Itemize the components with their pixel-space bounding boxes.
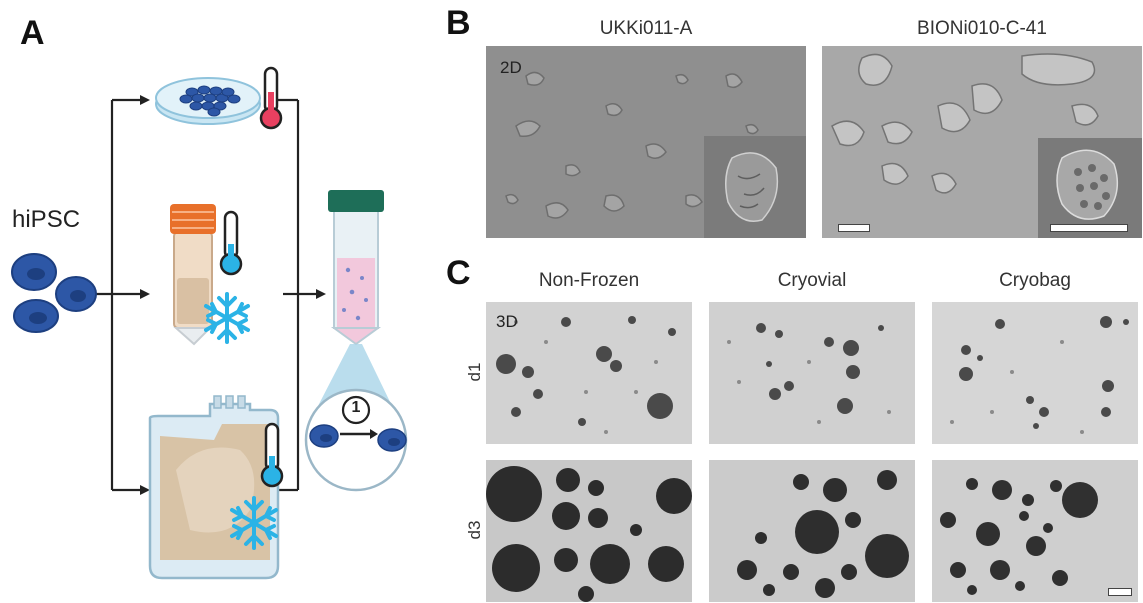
- micrograph-d3-non-frozen: [486, 460, 692, 602]
- micrograph-2d-bioni010: [822, 46, 1142, 238]
- scalebar-2d-inset: [1050, 224, 1128, 232]
- col-title-non-frozen: Non-Frozen: [538, 270, 640, 291]
- hipsc-cells-icon: [11, 253, 97, 333]
- snowflake-icon-2: [230, 496, 278, 550]
- step-number-marker: 1: [351, 399, 361, 416]
- row-label-d1: d1: [465, 362, 484, 382]
- thermometer-warm-icon: [259, 66, 283, 130]
- cryovial-icon: [170, 204, 216, 346]
- micrograph-d1-cryobag: [932, 302, 1138, 444]
- micrograph-d3-cryobag: [932, 460, 1138, 602]
- cryobag-icon: [148, 395, 280, 580]
- tag-2d: 2D: [500, 58, 522, 77]
- micrograph-d3-cryovial: [709, 460, 915, 602]
- tag-3d: 3D: [496, 312, 518, 331]
- inset-ukki011a: [704, 136, 806, 238]
- petri-dish-icon: [155, 77, 261, 125]
- row-label-d3: d3: [465, 520, 484, 540]
- magnifier-callout: [304, 344, 408, 492]
- col-title-bioni010: BIONi010-C-41: [917, 18, 1047, 39]
- inset-bioni010: [1038, 138, 1142, 238]
- panel-a-label: A: [20, 14, 45, 52]
- conical-tube-icon: [328, 190, 384, 346]
- micrograph-d1-non-frozen: 3D: [486, 302, 692, 444]
- col-title-cryovial: Cryovial: [777, 270, 847, 291]
- thermometer-cold-icon-1: [219, 210, 243, 276]
- hipsc-label: hiPSC: [12, 206, 81, 233]
- col-title-cryobag: Cryobag: [999, 270, 1071, 291]
- panel-c-label: C: [446, 254, 471, 292]
- snowflake-icon-1: [204, 292, 250, 344]
- micrograph-2d-ukki011a: 2D: [486, 46, 806, 238]
- scalebar-3d: [1108, 588, 1132, 596]
- workflow-diagram: [11, 66, 408, 580]
- thermometer-cold-icon-2: [260, 422, 284, 488]
- scalebar-2d-outer: [838, 224, 870, 232]
- panel-b-label: B: [446, 4, 471, 42]
- col-title-ukki011a: UKKi011-A: [599, 18, 693, 39]
- micrograph-d1-cryovial: [709, 302, 915, 444]
- arrow-heads: [140, 95, 326, 495]
